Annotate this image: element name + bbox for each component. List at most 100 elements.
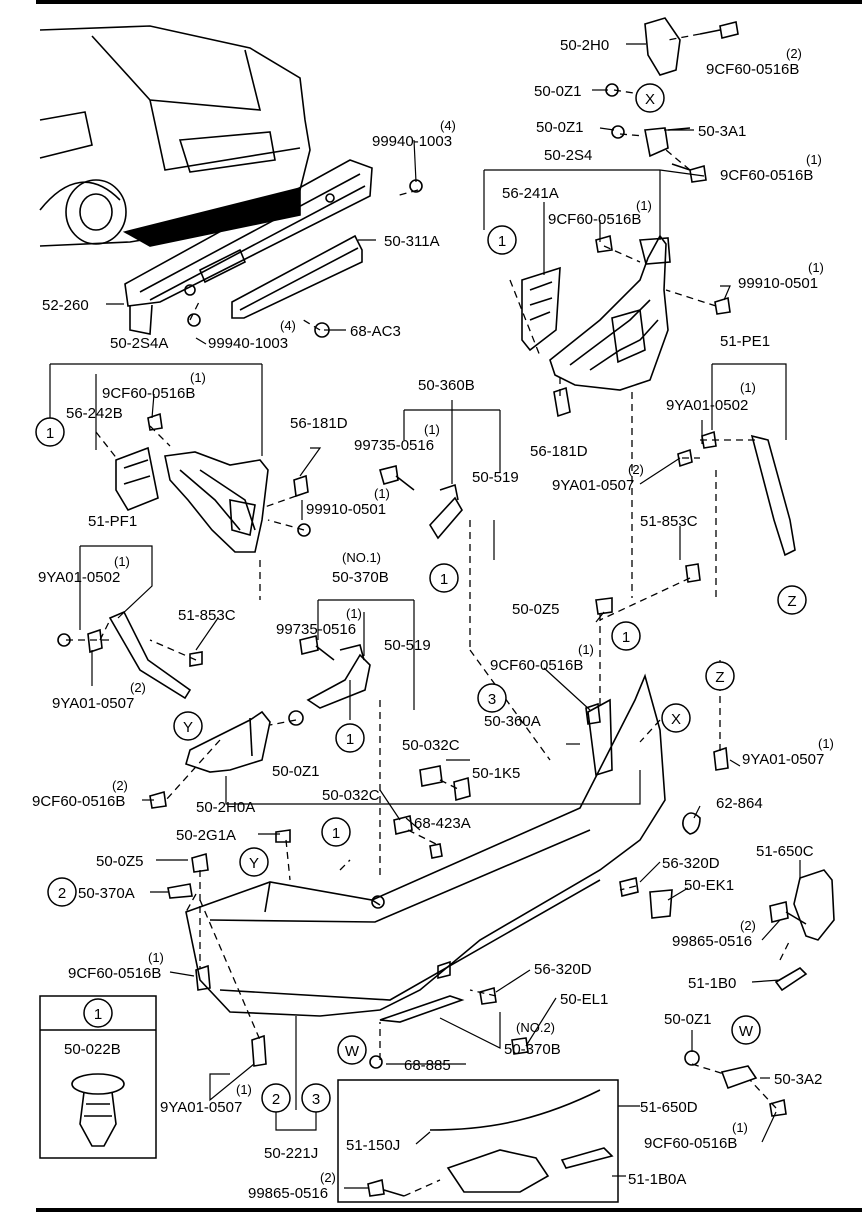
part-label: 50-0Z5 [512, 601, 560, 618]
quantity-label: (1) [740, 380, 756, 395]
part-label: 99735-0516 [354, 437, 434, 454]
part-label: 50-370A [78, 885, 135, 902]
callout-1-legend [83, 998, 113, 1028]
guide-lines [66, 33, 791, 1197]
part-label: 68-885 [404, 1057, 451, 1074]
part-label: 52-260 [42, 297, 89, 314]
callout-x-top [635, 83, 665, 113]
part-label: 51-PF1 [88, 513, 137, 530]
callout-1-b [35, 417, 65, 447]
part-label: 51-853C [640, 513, 698, 530]
part-label: 99910-0501 [738, 275, 818, 292]
small-parts [167, 17, 758, 1090]
quantity-label: (1) [578, 642, 594, 657]
callout-text: 1 [46, 425, 54, 442]
part-label: 50-022B [64, 1041, 121, 1058]
callout-1-e [335, 723, 365, 753]
part-label: 50-519 [384, 637, 431, 654]
callout-3-a [477, 683, 507, 713]
clip-illustration [71, 1073, 125, 1147]
lamps [379, 869, 835, 1193]
part-label: 99735-0516 [276, 621, 356, 638]
part-label: 50-0Z1 [664, 1011, 712, 1028]
part-label: 99865-0516 [248, 1185, 328, 1202]
clip-legend [39, 995, 157, 1159]
quantity-label: (1) [732, 1120, 748, 1135]
callout-circles [35, 83, 807, 1113]
part-label: 68-AC3 [350, 323, 401, 340]
quantity-label: (1) [424, 422, 440, 437]
callout-text: 1 [498, 233, 506, 250]
part-label: 9YA01-0507 [552, 477, 634, 494]
part-label: 50-2S4 [544, 147, 592, 164]
bumper-reinforcement [124, 159, 373, 335]
callout-text: 2 [272, 1091, 280, 1108]
quantity-label: (4) [440, 118, 456, 133]
part-label: 50-0Z1 [272, 763, 320, 780]
callout-text: 3 [488, 691, 496, 708]
top-rule [36, 0, 862, 4]
callout-z-a [777, 585, 807, 615]
part-label: 50-032C [322, 787, 380, 804]
part-label: 51-150J [346, 1137, 400, 1154]
part-label: 56-181D [290, 415, 348, 432]
part-label: 9YA01-0507 [742, 751, 824, 768]
fasteners [57, 21, 807, 1197]
part-label: 9CF60-0516B [32, 793, 125, 810]
callout-1-f [321, 817, 351, 847]
quantity-label: (1) [808, 260, 824, 275]
garnish-bracket [185, 710, 271, 773]
bottom-rule [36, 1208, 862, 1212]
callout-text: Z [787, 593, 796, 610]
part-label: 50-0Z1 [536, 119, 584, 136]
part-label: 9YA01-0502 [38, 569, 120, 586]
quantity-label: (1) [374, 486, 390, 501]
callout-2-b [261, 1083, 291, 1113]
part-label: 99940-1003 [208, 335, 288, 352]
part-label: 50-221J [264, 1145, 318, 1162]
callout-y-a [173, 711, 203, 741]
part-labels: 50-2H0 9CF60-0516B (2) 50-0Z1 50-0Z1 50-… [32, 37, 834, 1202]
part-label: 50-3A2 [774, 1071, 822, 1088]
part-label: 68-423A [414, 815, 471, 832]
callout-1-c [429, 563, 459, 593]
part-label: 50-370B [332, 569, 389, 586]
part-label: 9CF60-0516B [548, 211, 641, 228]
part-label: 9CF60-0516B [720, 167, 813, 184]
callout-2-a [47, 877, 77, 907]
callout-1-d [611, 621, 641, 651]
part-label: 50-EL1 [560, 991, 608, 1008]
callout-text: W [739, 1023, 754, 1040]
part-label: 51-650C [756, 843, 814, 860]
callout-w-b [337, 1035, 367, 1065]
part-label: 9CF60-0516B [68, 965, 161, 982]
callout-text: Z [715, 669, 724, 686]
part-label: 56-320D [662, 855, 720, 872]
callout-text: 1 [346, 731, 354, 748]
part-label: 50-360A [484, 713, 541, 730]
part-label: 50-2H0A [196, 799, 255, 816]
callout-3-b [301, 1083, 331, 1113]
quantity-label: (2) [786, 46, 802, 61]
part-label: 56-242B [66, 405, 123, 422]
quantity-label: (1) [806, 152, 822, 167]
part-label: 9CF60-0516B [102, 385, 195, 402]
quantity-label: (2) [740, 918, 756, 933]
callout-text: 1 [94, 1006, 102, 1023]
callout-x-b [661, 703, 691, 733]
car-body [39, 25, 311, 247]
part-label: 56-181D [530, 443, 588, 460]
callout-z-b [705, 661, 735, 691]
part-label: 50-360B [418, 377, 475, 394]
callout-text: 3 [312, 1091, 320, 1108]
part-label: 99910-0501 [306, 501, 386, 518]
parts-drawing [39, 17, 835, 1197]
quantity-label: (4) [280, 318, 296, 333]
part-label: 99940-1003 [372, 133, 452, 150]
quantity-label: (NO.1) [342, 550, 381, 565]
quantity-label: (NO.2) [516, 1020, 555, 1035]
bumper-brackets [306, 483, 463, 709]
quantity-label: (1) [190, 370, 206, 385]
part-label: 50-2H0 [560, 37, 609, 54]
